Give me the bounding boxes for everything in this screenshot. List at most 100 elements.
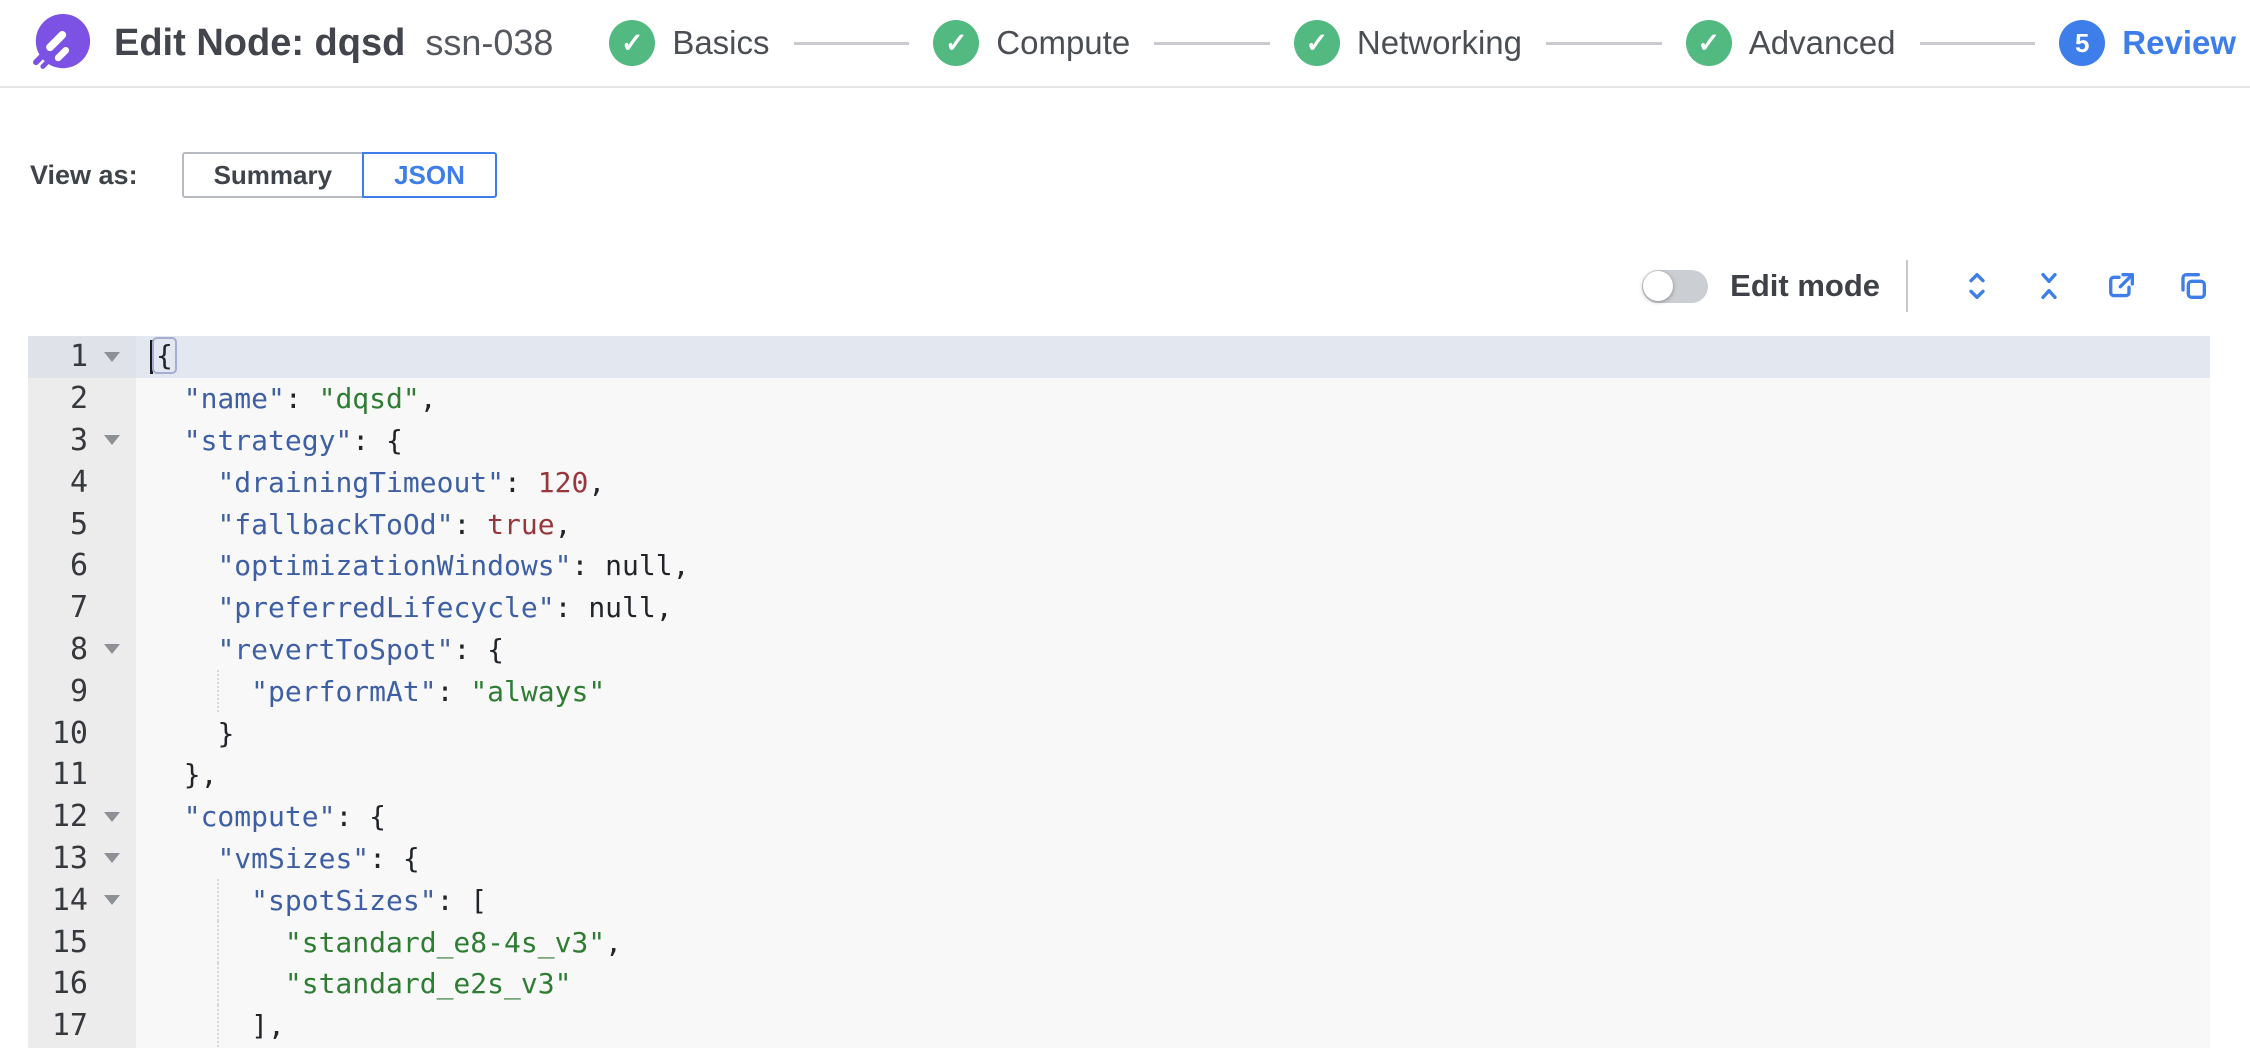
code-line[interactable]: ], [136,1004,2210,1047]
gutter-row: 5 [28,503,136,545]
token-key: "strategy" [183,423,353,457]
check-glyph: ✓ [621,27,644,58]
view-as-json-button[interactable]: JSON [362,152,497,198]
step-label: Basics [672,24,770,61]
collapse-icon[interactable] [2032,269,2066,303]
step-number: 5 [2075,27,2090,58]
line-number: 6 [69,548,88,584]
step-review[interactable]: 5 Review [2059,20,2236,66]
token-key: "optimizationWindows" [217,549,572,583]
token-pln: { [152,337,177,375]
fold-toggle-icon[interactable] [104,895,120,906]
code-line[interactable]: "preferredLifecycle": null, [136,587,2210,629]
view-as-summary-button[interactable]: Summary [181,152,365,198]
code-line[interactable]: "standard_e8-4s_v3", [136,921,2210,963]
code-line[interactable]: }, [136,754,2210,796]
token-pln: : { [335,800,387,834]
code-line[interactable]: "drainingTimeout": 120, [136,461,2210,503]
code-text: "standard_e2s_v3" [150,967,572,1000]
code-text: { [150,337,177,375]
token-key: "preferredLifecycle" [217,591,555,625]
step-connector [1154,41,1270,45]
indent-guide [217,921,220,963]
code-line[interactable]: "revertToSpot": { [136,629,2210,671]
gutter-row: 16 [28,963,136,1005]
code-text: } [150,717,234,750]
line-number: 2 [69,381,88,417]
code-text: "revertToSpot": { [150,633,504,666]
fold-toggle-icon[interactable] [104,811,120,822]
text-cursor [150,340,153,375]
code-line[interactable]: "optimizationWindows": null, [136,545,2210,587]
code-line[interactable]: "standard_e2s_v3" [136,962,2210,1005]
indent-guide [217,1004,220,1047]
code-line[interactable]: { [136,336,2210,378]
token-key: "compute" [183,800,336,834]
token-key: "fallbackToOd" [217,507,454,541]
line-number: 10 [51,715,88,751]
step-connector [793,41,910,45]
gutter-row: 1 [28,336,136,378]
code-text: "optimizationWindows": null, [150,549,689,582]
fold-slot [88,351,136,362]
code-line[interactable]: "compute": { [136,796,2210,838]
token-pln: , [554,507,572,541]
export-icon[interactable] [2104,269,2138,303]
gutter-row: 7 [28,587,136,629]
toolbar-divider [1906,260,1908,312]
code-line[interactable]: "strategy": { [136,420,2210,462]
editor-code[interactable]: { "name": "dqsd", "strategy": { "drainin… [136,336,2210,1048]
token-num: 120 [537,465,589,499]
step-label: Review [2122,24,2237,61]
step-networking[interactable]: ✓Networking [1293,20,1522,66]
code-line[interactable]: "name": "dqsd", [136,378,2210,420]
token-pln: , [588,465,606,499]
copy-icon[interactable] [2176,269,2210,303]
gutter-row: 3 [28,420,136,462]
code-line[interactable]: "vmSizes": { [136,838,2210,880]
indent-guide [217,962,220,1005]
gutter-row: 15 [28,921,136,963]
fold-toggle-icon[interactable] [104,435,120,446]
token-key: "revertToSpot" [217,632,454,666]
code-text: }, [150,758,218,791]
line-number: 8 [69,631,88,667]
code-text: "compute": { [150,800,386,833]
code-text: "performAt": "always" [150,675,605,708]
edit-mode-toggle[interactable] [1642,269,1709,303]
step-check-icon: ✓ [933,20,980,66]
token-key: "drainingTimeout" [217,465,505,499]
step-compute[interactable]: ✓ Compute [933,20,1130,66]
fold-slot [88,853,136,864]
code-line[interactable]: } [136,712,2210,754]
line-number: 3 [69,422,88,458]
check-glyph: ✓ [944,27,968,58]
token-pln: , [605,925,623,959]
expand-icon[interactable] [1960,269,1994,303]
gutter-row: 6 [28,545,136,587]
editor-toolbar: Edit mode [0,260,2210,312]
step-label: Compute [996,24,1131,61]
step-basics[interactable]: ✓ Basics [609,20,770,66]
wizard-stepper: ✓ Basics ✓ Compute ✓Networking ✓Advanced 5 Revi… [609,20,2236,66]
fold-toggle-icon[interactable] [104,644,120,655]
fold-toggle-icon[interactable] [104,351,120,362]
gutter-row: 17 [28,1005,136,1047]
code-text: ], [150,1009,285,1042]
code-line[interactable]: "performAt": "always" [136,670,2210,713]
code-text: "vmSizes": { [150,842,419,875]
step-connector [1919,41,2036,45]
token-pln: : [436,674,471,708]
page-title: Edit Node: dqsd [114,21,406,64]
step-advanced[interactable]: ✓Advanced [1685,20,1896,66]
code-line[interactable]: "spotSizes": [ [136,879,2210,922]
fold-slot [88,895,136,906]
token-pln: : [504,465,538,499]
code-line[interactable]: "fallbackToOd": true, [136,503,2210,545]
token-pln: : [554,591,589,625]
code-text: "fallbackToOd": true, [150,508,571,541]
fold-toggle-icon[interactable] [104,853,120,864]
